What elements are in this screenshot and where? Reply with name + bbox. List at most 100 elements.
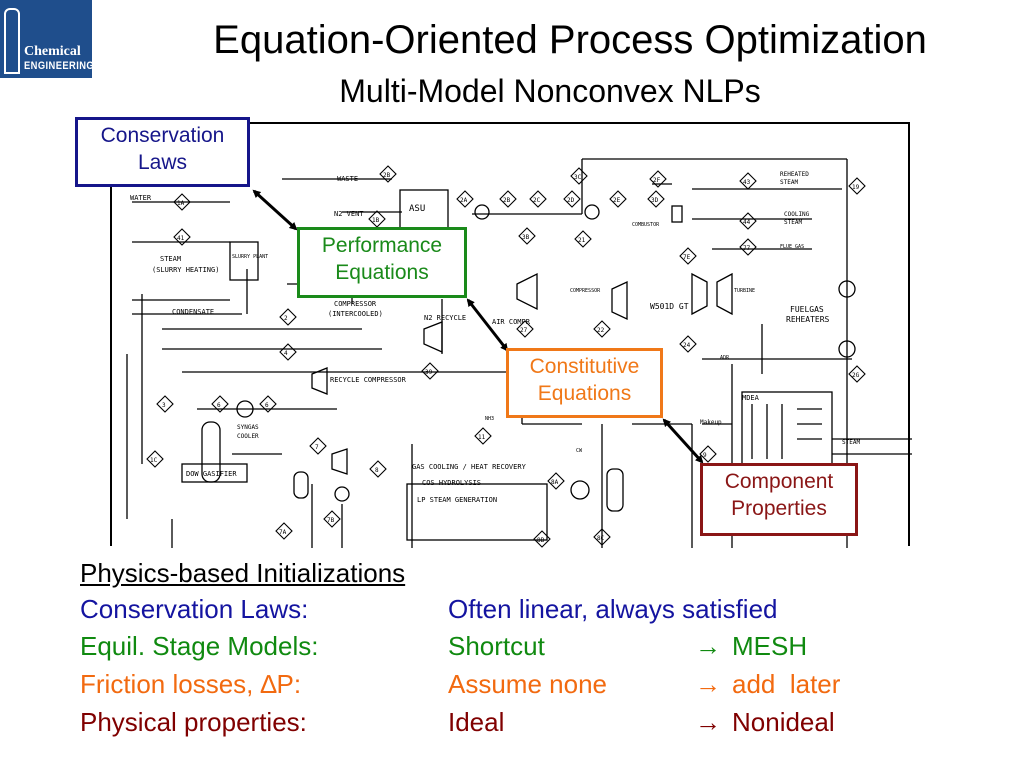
slurry-heating-label: (SLURRY HEATING) bbox=[152, 266, 219, 274]
makeup-label: Makeup bbox=[700, 419, 722, 426]
tag-2g: 2G bbox=[852, 372, 860, 379]
adr-label: ADR bbox=[720, 355, 730, 361]
row-equil-value: Shortcut bbox=[448, 631, 545, 661]
pipelines bbox=[126, 158, 912, 548]
syngas-cooler-label-2: COOLER bbox=[237, 433, 259, 440]
tag-3b: 3B bbox=[522, 234, 530, 241]
performance-equations-callout: Performance Equations bbox=[297, 227, 467, 298]
tag-19: 19 bbox=[852, 184, 860, 191]
recycle-compressor-label: RECYCLE COMPRESSOR bbox=[330, 376, 407, 384]
row-friction-label: Friction losses, ∆P: bbox=[80, 669, 302, 699]
flowsheet-svg: ASU SLURRY PLANT WASTE WATER STEAM (SLUR… bbox=[126, 158, 912, 548]
tag-2b: 2B bbox=[383, 172, 391, 179]
reheated-steam-label-2: STEAM bbox=[780, 179, 798, 186]
row-conservation-label: Conservation Laws: bbox=[80, 594, 309, 624]
steam-label: STEAM bbox=[160, 255, 181, 263]
flowsheet-labels: ASU SLURRY PLANT WASTE WATER STEAM (SLUR… bbox=[130, 171, 860, 544]
combustor-label: COMBUSTOR bbox=[632, 222, 660, 228]
chemical-engineering-logo: Chemical ENGINEERING bbox=[0, 0, 95, 78]
compressor-unit-label: COMPRESSOR bbox=[570, 288, 601, 294]
n2-vent-label: N2 VENT bbox=[334, 210, 364, 218]
tag-3d: 3D bbox=[651, 197, 659, 204]
gasifier-label: DOW GASIFIER bbox=[186, 470, 237, 478]
condensate-label: CONDENSATE bbox=[172, 308, 214, 316]
tag-2d: 2D bbox=[567, 197, 575, 204]
tag-11: 11 bbox=[478, 434, 486, 441]
gas-cooling-label-3: LP STEAM GENERATION bbox=[417, 496, 497, 504]
tag-22: 22 bbox=[597, 327, 605, 334]
tag-8: 8 bbox=[375, 467, 379, 474]
conservation-line1: Conservation bbox=[100, 124, 225, 147]
gas-cooling-label-2: COS HYDROLYSIS bbox=[422, 479, 481, 487]
tag-41: 41 bbox=[177, 235, 185, 242]
slurry-plant-label: SLURRY PLANT bbox=[232, 254, 268, 260]
tag-2: 2 bbox=[284, 315, 288, 322]
gas-cooling-label-1: GAS COOLING / HEAT RECOVERY bbox=[412, 463, 527, 471]
slurry-plant-block bbox=[229, 241, 259, 281]
tag-2f: 2F bbox=[653, 177, 661, 184]
tag-1c: 1C bbox=[150, 457, 158, 464]
tag-1b: 1B bbox=[372, 217, 380, 224]
tag-7: 7 bbox=[315, 444, 319, 451]
constitutive-equations-callout: Constitutive Equations bbox=[506, 348, 663, 418]
page-title: Equation-Oriented Process Optimization bbox=[213, 18, 927, 62]
row-friction-target: add later bbox=[732, 669, 841, 699]
tag-43: 43 bbox=[743, 179, 751, 186]
row-equil-label: Equil. Stage Models: bbox=[80, 631, 319, 661]
tag-2a: 2A bbox=[460, 197, 468, 204]
gasifier-vessel bbox=[201, 421, 221, 483]
fuelgas-label-2: REHEATERS bbox=[786, 315, 830, 324]
cooling-steam-label-2: STEAM bbox=[784, 219, 802, 226]
tag-6b: 6 bbox=[265, 402, 269, 409]
waste-label: WASTE bbox=[337, 175, 358, 183]
initializations-heading: Physics-based Initializations bbox=[80, 558, 406, 588]
equipment bbox=[181, 189, 856, 541]
tag-27: 27 bbox=[520, 327, 528, 334]
cyclone bbox=[293, 471, 309, 499]
tag-2e: 2E bbox=[613, 197, 621, 204]
conservation-laws-callout: Conservation Laws bbox=[75, 117, 250, 187]
tag-3c: 3C bbox=[574, 174, 582, 181]
tag-21: 21 bbox=[578, 237, 586, 244]
tag-1a: 1A bbox=[177, 200, 185, 207]
stream-tags bbox=[146, 165, 866, 548]
tag-9: 9 bbox=[703, 452, 707, 459]
tag-7e: 7E bbox=[683, 254, 691, 261]
row-physprop-value: Ideal bbox=[448, 707, 505, 737]
tag-7b: 7B bbox=[327, 517, 335, 524]
tag-24: 24 bbox=[683, 342, 691, 349]
constitutive-line1: Constitutive bbox=[529, 355, 640, 378]
row-conservation-value: Often linear, always satisfied bbox=[448, 594, 778, 624]
row-equil-arrow-icon: → bbox=[695, 631, 721, 661]
syngas-cooler-label-1: SYNGAS bbox=[237, 424, 259, 431]
tag-8c: 8C bbox=[597, 535, 605, 542]
tag-8a: 8A bbox=[551, 479, 559, 486]
turbine-label: TURBINE bbox=[734, 288, 755, 294]
tag-39: 39 bbox=[425, 369, 433, 376]
component-properties-callout: Component Properties bbox=[700, 463, 858, 536]
separator-vessel bbox=[606, 468, 624, 512]
mdea-block bbox=[741, 391, 833, 473]
row-friction-arrow-icon: → bbox=[695, 669, 721, 699]
tag-6a: 6 bbox=[217, 402, 221, 409]
water-label: WATER bbox=[130, 194, 152, 202]
constitutive-line2: Equations bbox=[537, 382, 632, 405]
logo-line2: ENGINEERING bbox=[24, 60, 95, 72]
tag-3: 3 bbox=[162, 402, 166, 409]
cw-label: CW bbox=[576, 448, 583, 454]
compressor-label-1: COMPRESSOR bbox=[334, 300, 377, 308]
row-physprop-arrow-icon: → bbox=[695, 707, 721, 737]
n2-recycle-label: N2 RECYCLE bbox=[424, 314, 466, 322]
tag-44: 44 bbox=[743, 219, 751, 226]
logo-tower-icon bbox=[4, 8, 20, 74]
gt-label: W501D GT bbox=[650, 302, 689, 311]
tag-2c: 2C bbox=[533, 197, 541, 204]
component-line2: Properties bbox=[731, 497, 827, 520]
row-physprop-label: Physical properties: bbox=[80, 707, 307, 737]
reheated-steam-label-1: REHEATED bbox=[780, 171, 809, 178]
steam-out-label: STEAM bbox=[842, 439, 860, 446]
row-friction-value: Assume none bbox=[448, 669, 607, 699]
tag-2b2: 2B bbox=[503, 197, 511, 204]
air-compr-label: AIR COMPR bbox=[492, 318, 531, 326]
tag-7a: 7A bbox=[279, 529, 287, 536]
